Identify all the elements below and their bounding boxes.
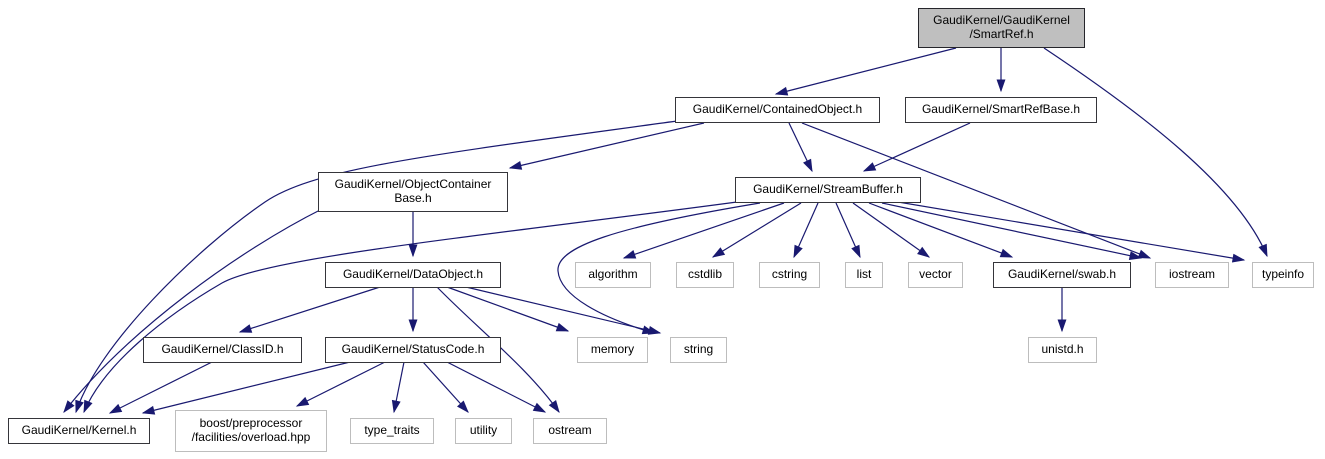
edge-dataobject-memory (446, 286, 570, 332)
node-vector: vector (908, 262, 963, 288)
edge-streambuffer-kernel (83, 201, 738, 414)
edge-statuscode-utility (422, 361, 469, 413)
node-unistd: unistd.h (1028, 337, 1097, 363)
edge-containedobject-kernel (75, 120, 678, 414)
node-statuscode[interactable]: GaudiKernel/StatusCode.h (325, 337, 501, 363)
node-streambuffer[interactable]: GaudiKernel/StreamBuffer.h (735, 177, 921, 203)
node-objectcontainerbase[interactable]: GaudiKernel/ObjectContainer Base.h (318, 172, 508, 212)
edge-streambuffer-cstdlib (711, 202, 802, 258)
node-string: string (670, 337, 727, 363)
node-algorithm: algorithm (575, 262, 651, 288)
node-memory: memory (577, 337, 648, 363)
edge-smartrefbase-streambuffer (862, 122, 971, 172)
node-containedobject[interactable]: GaudiKernel/ContainedObject.h (675, 97, 880, 123)
node-swab[interactable]: GaudiKernel/swab.h (993, 262, 1131, 288)
edge-statuscode-ostream (446, 361, 547, 413)
node-typeinfo: typeinfo (1252, 262, 1314, 288)
edge-statuscode-kernel (141, 361, 351, 415)
edge-streambuffer-algorithm (622, 202, 785, 259)
edge-dataobject-string (465, 286, 662, 335)
edge-classid-kernel (108, 361, 213, 414)
edge-dataobject-ostream (436, 286, 560, 414)
node-cstring: cstring (759, 262, 820, 288)
node-boost-overload: boost/preprocessor /facilities/overload.… (175, 410, 327, 452)
edge-containedobject-streambuffer (788, 122, 813, 173)
edge-streambuffer-cstring (793, 202, 819, 259)
node-classid[interactable]: GaudiKernel/ClassID.h (143, 337, 302, 363)
edge-streambuffer-typeinfo (891, 200, 1246, 263)
edge-smartref-containedobject (774, 47, 957, 96)
edge-dataobject-classid (238, 286, 381, 333)
edge-smartref-typeinfo (1043, 47, 1268, 258)
edge-streambuffer-list (835, 202, 861, 259)
node-iostream: iostream (1155, 262, 1229, 288)
edge-statuscode-boost (295, 361, 386, 407)
edge-streambuffer-swab (868, 202, 1014, 258)
node-cstdlib: cstdlib (676, 262, 734, 288)
node-smartrefbase[interactable]: GaudiKernel/SmartRefBase.h (905, 97, 1097, 123)
node-utility: utility (455, 418, 512, 444)
node-kernel[interactable]: GaudiKernel/Kernel.h (8, 418, 150, 444)
edge-containedobject-objectcontainerbase (508, 122, 705, 170)
edge-streambuffer-string (557, 202, 761, 335)
edge-statuscode-typetraits (391, 361, 405, 414)
node-list: list (845, 262, 883, 288)
edge-containedobject-iostream (801, 122, 1152, 259)
node-smartref: GaudiKernel/GaudiKernel /SmartRef.h (918, 8, 1085, 48)
node-dataobject[interactable]: GaudiKernel/DataObject.h (325, 262, 501, 288)
node-ostream: ostream (533, 418, 607, 444)
edge-streambuffer-iostream (881, 202, 1143, 260)
edge-objectcontainerbase-kernel (63, 208, 323, 414)
edge-streambuffer-vector (852, 202, 931, 258)
node-typetraits: type_traits (350, 418, 434, 444)
